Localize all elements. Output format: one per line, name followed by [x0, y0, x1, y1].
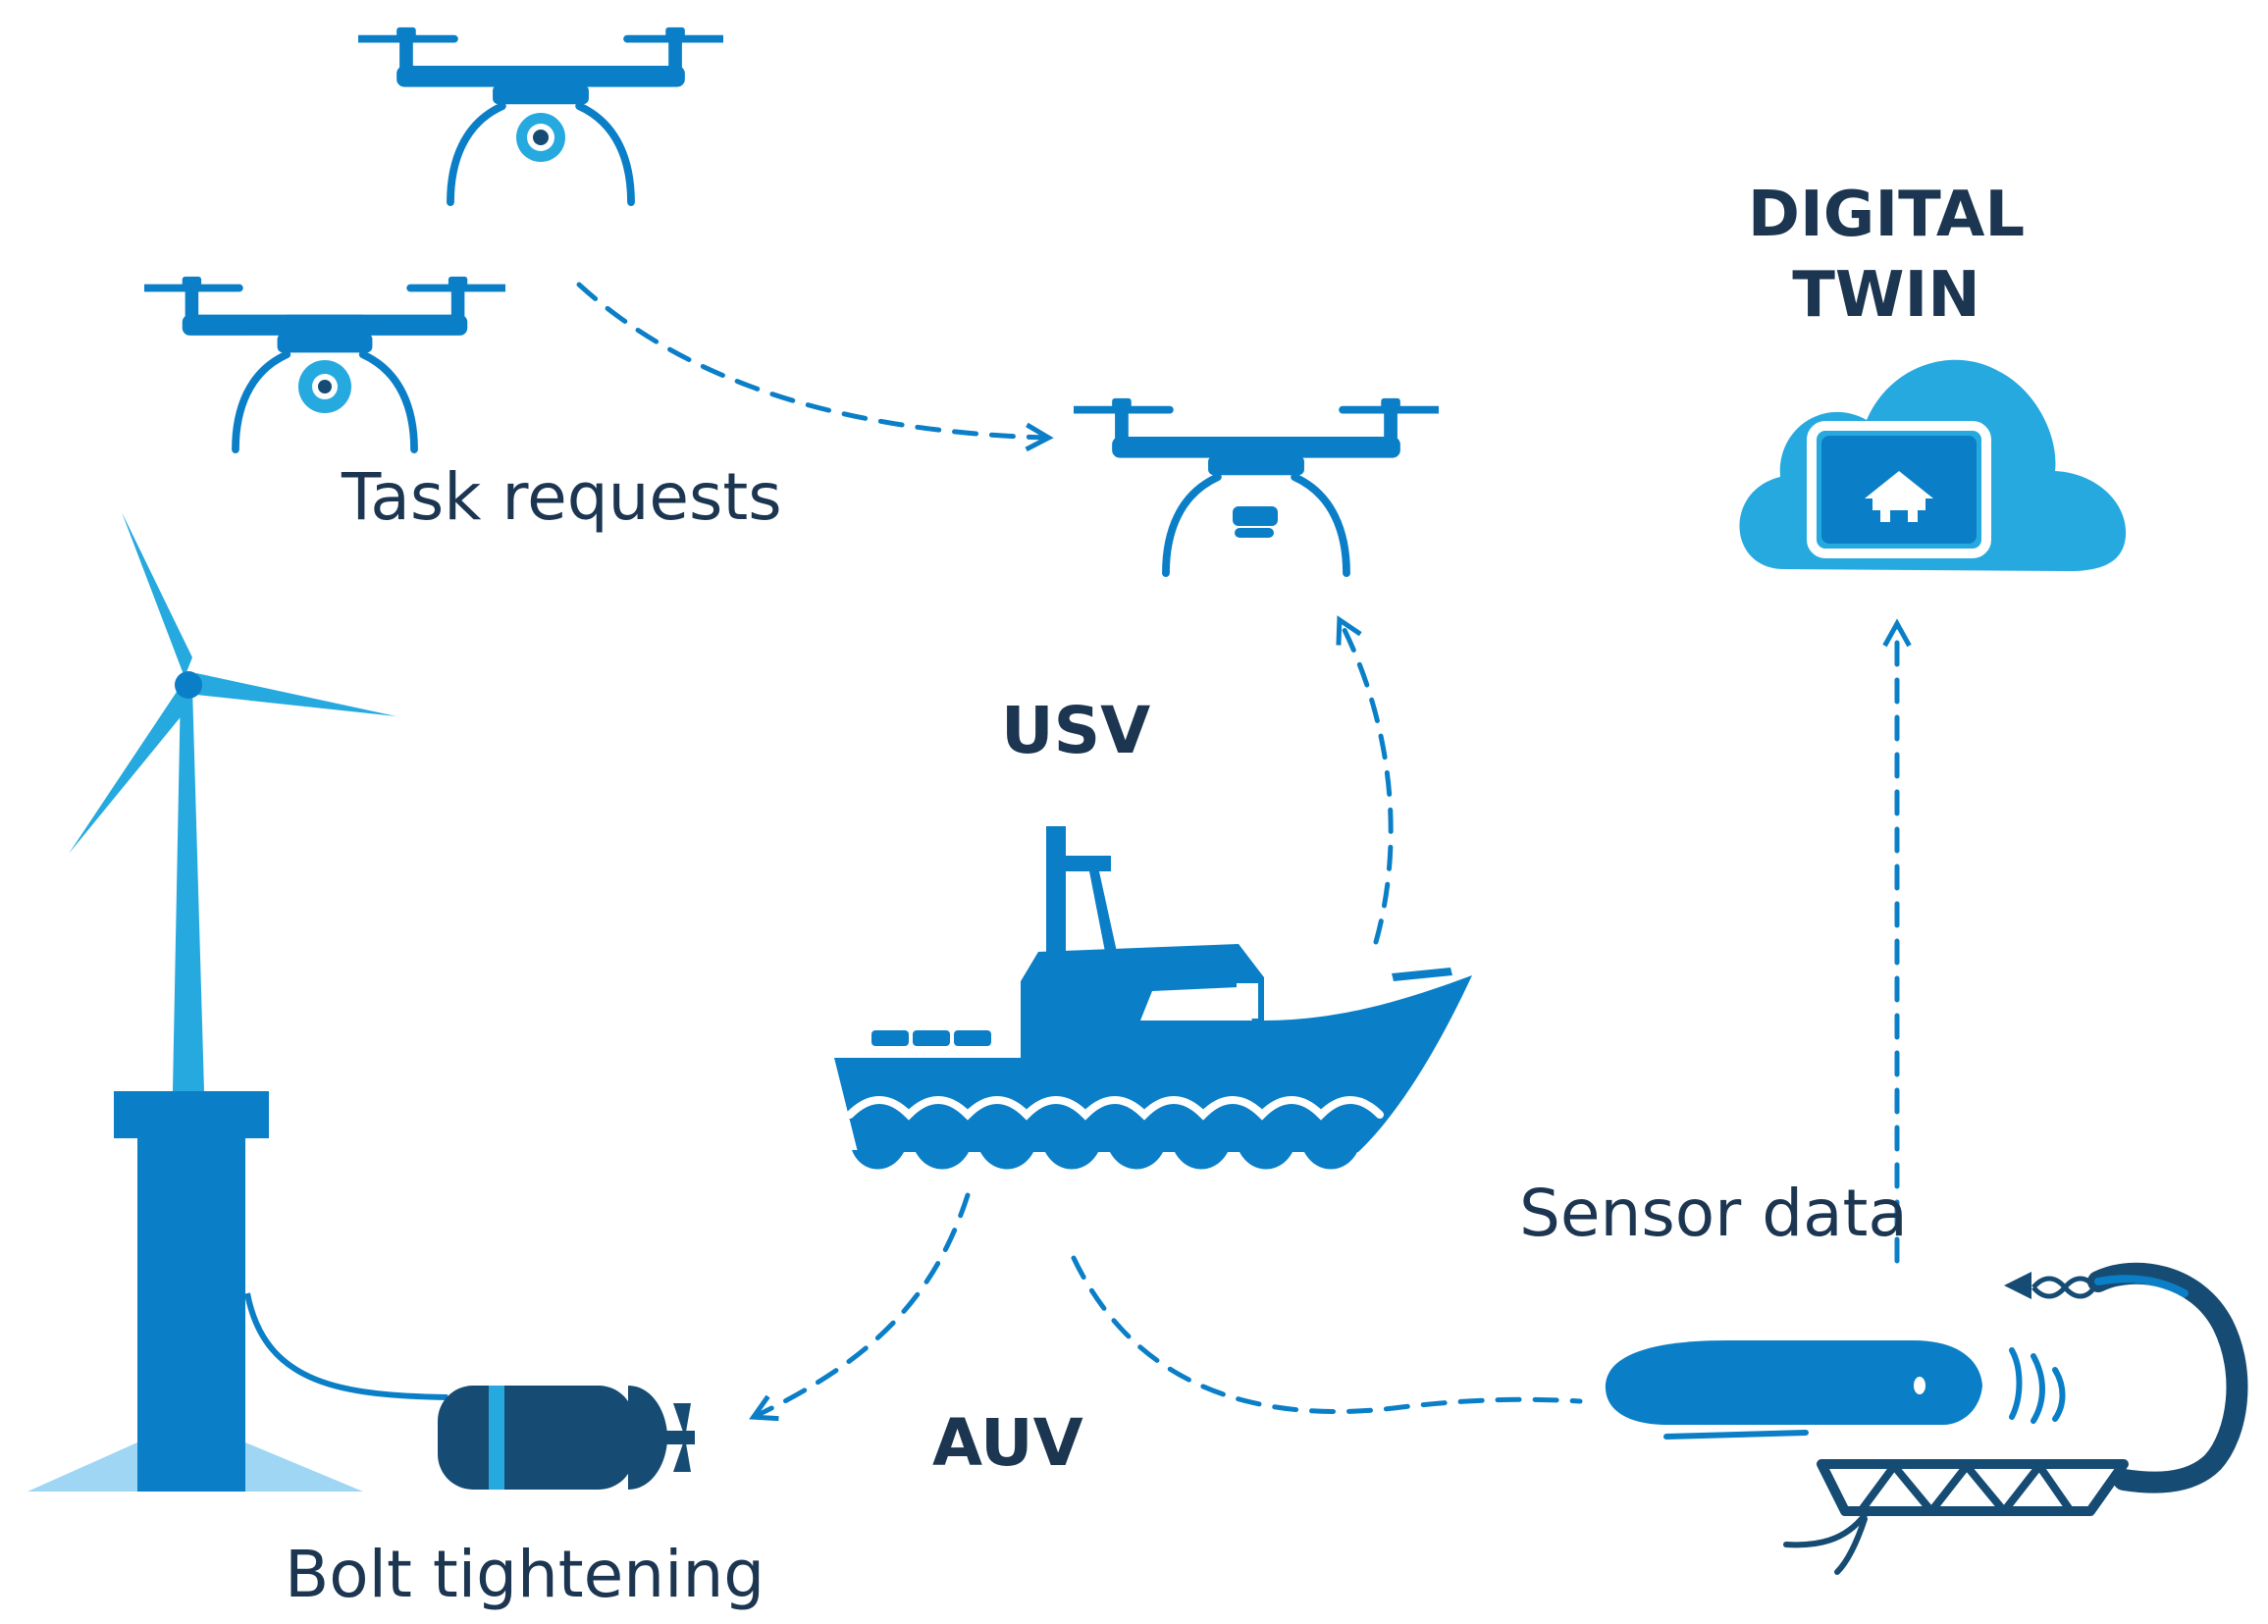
label-auv: AUV	[932, 1405, 1083, 1481]
digital-twin-title-line2: TWIN	[1792, 259, 1980, 332]
digital-twin-title-line1: DIGITAL	[1747, 179, 2026, 251]
offshore-wind-turbine-icon	[27, 512, 448, 1492]
label-bolt-tightening: Bolt tightening	[285, 1537, 765, 1612]
arrow-usv-to-drone	[1341, 622, 1394, 945]
auv-torpedo-icon	[438, 1386, 695, 1490]
rov-manipulator-icon	[1783, 1262, 2248, 1575]
digital-twin-cloud-icon	[1739, 359, 2127, 571]
label-usv: USV	[1001, 693, 1151, 768]
arrow-task-requests-to-drone	[576, 282, 1046, 438]
sonar-waves-icon	[2009, 1347, 2066, 1424]
arrow-usv-to-auv-left	[756, 1192, 971, 1416]
quadcopter-drone-icon	[358, 27, 723, 202]
digital-twin-title: DIGITAL TWIN	[1719, 175, 2053, 336]
quadcopter-drone-icon	[1074, 398, 1439, 573]
wave-icon	[852, 1150, 1358, 1170]
quadcopter-drone-icon	[144, 277, 505, 449]
wave-icon	[846, 1096, 1384, 1121]
auv-vehicle-icon	[1605, 1340, 1982, 1440]
label-sensor-data: Sensor data	[1519, 1176, 1908, 1251]
label-task-requests: Task requests	[342, 459, 782, 535]
connectors	[576, 282, 1897, 1416]
arrow-usv-to-auv-right	[1071, 1255, 1583, 1414]
